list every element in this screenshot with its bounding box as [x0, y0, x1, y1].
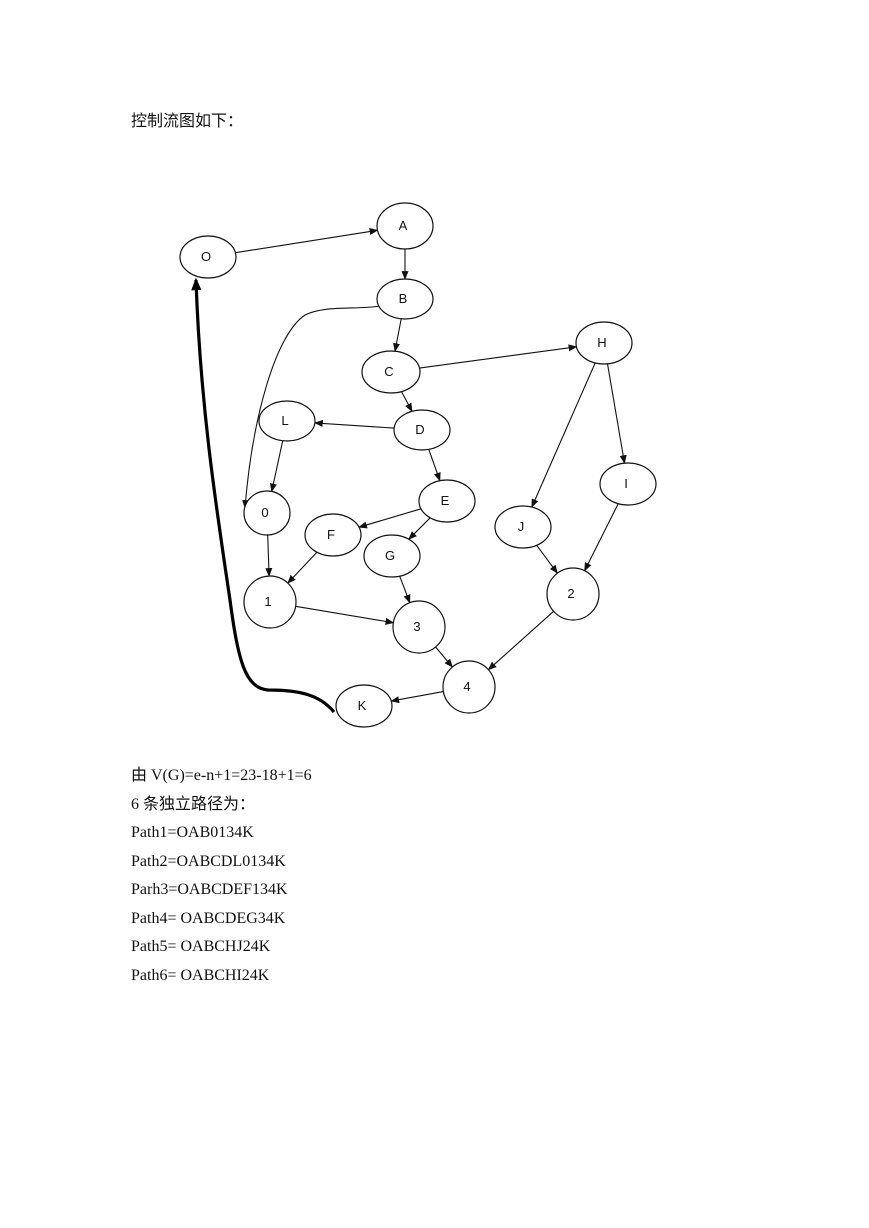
- node-num-4: 4: [442, 660, 496, 714]
- node-circle: [418, 479, 476, 523]
- node-label: O: [201, 249, 211, 264]
- edge-c-to-h: [419, 344, 578, 369]
- edge-b-to-c: [393, 318, 402, 353]
- node-circle: [179, 235, 237, 279]
- node-label: 1: [264, 594, 271, 609]
- edge-h-to-i: [606, 363, 627, 465]
- node-num-0: 0: [243, 490, 291, 536]
- node-label: K: [358, 698, 367, 713]
- node-label: 0: [261, 505, 268, 520]
- node-circle: [442, 660, 496, 714]
- edge-k-to-o: [191, 277, 336, 714]
- node-label: A: [399, 218, 408, 233]
- edge-b-to-num-0: [242, 305, 382, 509]
- node-label: G: [385, 548, 395, 563]
- node-label: C: [384, 364, 393, 379]
- node-num-2: 2: [546, 567, 600, 621]
- node-circle: [361, 350, 421, 394]
- node-d: D: [393, 409, 451, 451]
- graph-edges: [191, 228, 627, 714]
- path-item-2: Path2=OABCDL0134K: [131, 852, 286, 870]
- node-label: B: [399, 291, 408, 306]
- node-circle: [243, 490, 291, 536]
- node-f: F: [304, 513, 362, 557]
- node-label: 2: [567, 586, 574, 601]
- node-circle: [494, 505, 552, 549]
- path-item-6: Path6= OABCHI24K: [131, 966, 270, 984]
- node-circle: [393, 409, 451, 451]
- node-label: D: [415, 422, 424, 437]
- node-e: E: [418, 479, 476, 523]
- node-circle: [304, 513, 362, 557]
- node-label: L: [281, 413, 288, 428]
- edge-l-to-num-0: [269, 440, 284, 493]
- control-flow-graph: O A B C H L D I E 0J F G 2 1 3 4K: [179, 202, 657, 728]
- node-label: I: [624, 476, 628, 491]
- node-label: 3: [413, 619, 420, 634]
- node-c: C: [361, 350, 421, 394]
- node-circle: [335, 684, 393, 728]
- node-circle: [392, 600, 446, 654]
- node-g: G: [363, 534, 421, 578]
- node-circle: [575, 321, 633, 365]
- node-circle: [243, 575, 297, 629]
- node-i: I: [599, 462, 657, 506]
- edge-j-to-num-2: [536, 544, 558, 574]
- edge-num-4-to-k: [390, 691, 444, 704]
- edge-e-to-f: [358, 508, 422, 529]
- path-item-1: Path1=OAB0134K: [131, 824, 254, 841]
- path-item-3: Parh3=OABCDEF134K: [131, 881, 288, 898]
- node-label: F: [327, 527, 335, 542]
- graph-nodes: O A B C H L D I E 0J F G 2 1 3 4K: [179, 202, 657, 728]
- node-circle: [363, 534, 421, 578]
- node-j: J: [494, 505, 552, 549]
- analysis-text: 由 V(G)=e-n+1=23-18+1=6 6 条独立路径为： Path1=O…: [131, 762, 312, 990]
- edge-num-0-to-num-1: [265, 534, 273, 577]
- edge-i-to-num-2: [584, 503, 619, 572]
- edge-f-to-num-1: [287, 551, 318, 584]
- edge-c-to-d: [401, 391, 413, 413]
- node-num-1: 1: [243, 575, 297, 629]
- diagram-heading: 控制流图如下：: [131, 111, 244, 130]
- node-circle: [546, 567, 600, 621]
- edge-e-to-g: [408, 517, 431, 540]
- node-l: L: [258, 400, 316, 442]
- node-circle: [376, 278, 434, 320]
- edge-g-to-num-3: [399, 576, 411, 604]
- node-a: A: [376, 202, 434, 250]
- path-count-intro: 6 条独立路径为：: [131, 795, 256, 813]
- node-label: J: [518, 519, 525, 534]
- edge-d-to-l: [314, 419, 395, 429]
- edge-num-2-to-num-4: [487, 610, 554, 671]
- node-circle: [376, 202, 434, 250]
- node-circle: [258, 400, 316, 442]
- node-b: B: [376, 278, 434, 320]
- node-num-3: 3: [392, 600, 446, 654]
- node-label: 4: [463, 679, 470, 694]
- complexity-formula: 由 V(G)=e-n+1=23-18+1=6: [131, 767, 312, 784]
- edge-d-to-e: [428, 449, 441, 482]
- path-item-5: Path5= OABCHJ24K: [131, 938, 271, 955]
- node-o: O: [179, 235, 237, 279]
- node-label: H: [597, 335, 606, 350]
- edge-h-to-j: [531, 362, 596, 508]
- node-h: H: [575, 321, 633, 365]
- edge-num-3-to-num-4: [435, 646, 453, 668]
- node-circle: [599, 462, 657, 506]
- path-item-4: Path4= OABCDEG34K: [131, 909, 286, 927]
- edge-o-to-a: [235, 228, 379, 254]
- node-label: E: [441, 493, 450, 508]
- edge-num-1-to-num-3: [295, 605, 395, 625]
- node-k: K: [335, 684, 393, 728]
